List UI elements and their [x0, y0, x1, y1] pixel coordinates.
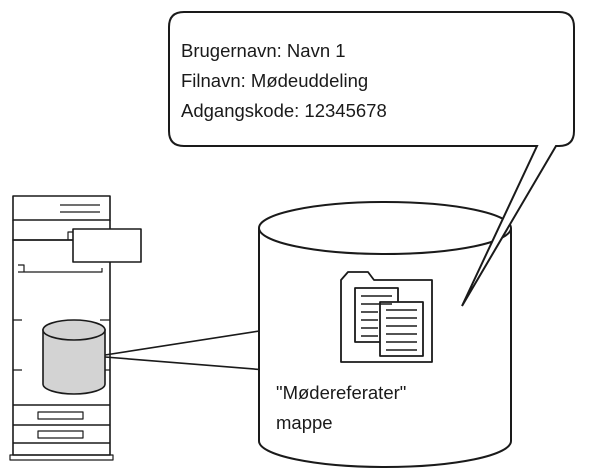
- folder-type-label: mappe: [276, 412, 333, 433]
- callout-filename: Filnavn: Mødeuddeling: [181, 70, 369, 91]
- folder-name-label: "Mødereferater": [276, 382, 407, 403]
- callout-username: Brugernavn: Navn 1: [181, 40, 346, 61]
- folder-with-documents-icon: [340, 271, 433, 363]
- callout-password: Adgangskode: 12345678: [181, 100, 387, 121]
- zoom-connector: [104, 329, 267, 371]
- multifunction-printer-icon: [9, 195, 142, 461]
- storage-cylinder-icon: [42, 319, 106, 395]
- credentials-callout: [168, 11, 575, 307]
